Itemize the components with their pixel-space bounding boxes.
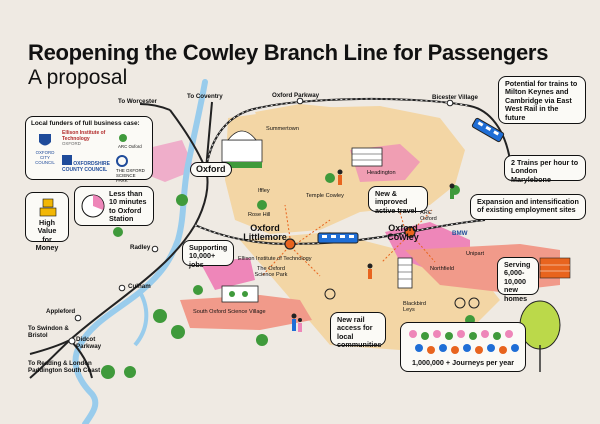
crowd-icon [409,330,519,354]
station-oxford-littlemore: Oxford Littlemore [243,223,287,243]
marker-appleford [74,314,82,322]
railway-main-dash [205,98,471,171]
marker-cowley [404,226,416,238]
arc-logo: ARC Oxford [118,133,148,150]
arc-icon [119,134,127,142]
marker-bicester [446,99,454,107]
label-iffley: Iffley [258,188,270,194]
pink-area-west [140,140,195,182]
brick-wall-icon [539,257,571,279]
label-headington: Headington [367,170,396,176]
label-to-swindon: To Swindon & Bristol [28,325,69,339]
train-icon [317,232,359,244]
people-icons [291,169,480,332]
science-park-logo: THE OXFORD SCIENCE PARK [116,155,148,183]
callout-less-than-10-minutes: Less than 10 minutes to Oxford Station [74,186,154,226]
label-oxford-science-park: The Oxford Science Park [254,266,288,278]
label-science-village: South Oxford Science Village [193,309,266,315]
radcliffe-camera-icon [221,130,263,168]
train-bicester-icon [471,117,505,143]
station-appleford: Appleford [46,308,76,315]
page-title: Reopening the Cowley Branch Line for Pas… [28,40,549,65]
railway-worcester [139,103,171,111]
tan-area-north [255,104,340,134]
callout-journeys: 1,000,000 + Journeys per year [400,322,526,372]
label-arc-oxford: ARC Oxford [420,210,437,222]
label-to-worcester: To Worcester [118,98,157,105]
label-to-coventry: To Coventry [187,93,223,100]
callout-expansion: Expansion and intensification of existin… [470,194,586,220]
marker-culham [118,284,126,292]
railway-swindon [29,339,71,355]
funders-heading: Local funders of full business case: [31,120,140,127]
label-summertown: Summertown [266,126,299,132]
label-northfield: Northfield [430,266,454,272]
gold-bars-icon [39,198,57,217]
label-bmw: BMW [452,230,468,237]
callout-rail-access: New rail access for local communities [330,312,386,349]
label-rose-hill: Rose Hill [248,212,271,218]
clock-icon [81,194,105,218]
station-oxford: Oxford [190,162,232,178]
river-thames [72,79,208,424]
callout-high-value: High Value for Money [25,192,69,252]
label-temple-cowley: Temple Cowley [306,193,344,199]
marker-didcot [68,337,76,345]
pink-area-littlemore [200,258,255,290]
headington-building-icon [351,147,383,167]
station-oxford-cowley: Oxford Cowley [387,223,419,243]
label-blackbird-leys: Blackbird Leys [403,301,427,313]
northfield-tower-icon [397,257,413,289]
station-culham: Culham [128,283,151,290]
orange-arrows [261,195,436,277]
station-bicester-village: Bicester Village [432,94,478,101]
label-eit: Ellison Institute of Technology [238,256,312,262]
large-tree-icon [519,300,561,350]
callout-milton-keynes: Potential for trains to Milton Keynes an… [498,76,586,124]
oxford-city-council-logo: OXFORD CITY COUNCIL [31,133,59,165]
science-park-building-icon [221,285,259,303]
label-to-reading: To Reading & London Paddington South Coa… [28,360,101,374]
page-subtitle: A proposal [28,66,128,89]
station-oxford-parkway: Oxford Parkway [272,92,320,99]
eit-logo: Ellison Institute of Technology OXFORD [62,130,106,146]
callout-marylebone: 2 Trains per hour to London Marylebone [504,155,586,184]
marker-radley [151,245,159,253]
callout-new-homes: Serving 6,000-10,000 new homes [497,257,539,303]
station-radley: Radley [130,244,151,251]
label-unipart: Unipart [466,251,485,257]
county-council-logo: OXFORDSHIRE COUNTY COUNCIL [62,155,112,173]
county-icon [62,155,72,165]
funders-box: Local funders of full business case: OXF… [25,116,153,183]
callout-active-travel: New & improved active travel [368,186,428,215]
station-didcot: Didcot Parkway [76,336,102,350]
marker-littlemore [284,238,296,250]
railway-cowley-branch-dash [194,219,486,245]
red-area-science-village [180,295,312,330]
river-branch [133,291,149,347]
science-park-icon [116,155,128,167]
callout-jobs: Supporting 10,000+ jobs [182,240,234,269]
crest-icon [39,134,51,146]
tree-icons [101,173,475,379]
marker-parkway [296,97,304,105]
